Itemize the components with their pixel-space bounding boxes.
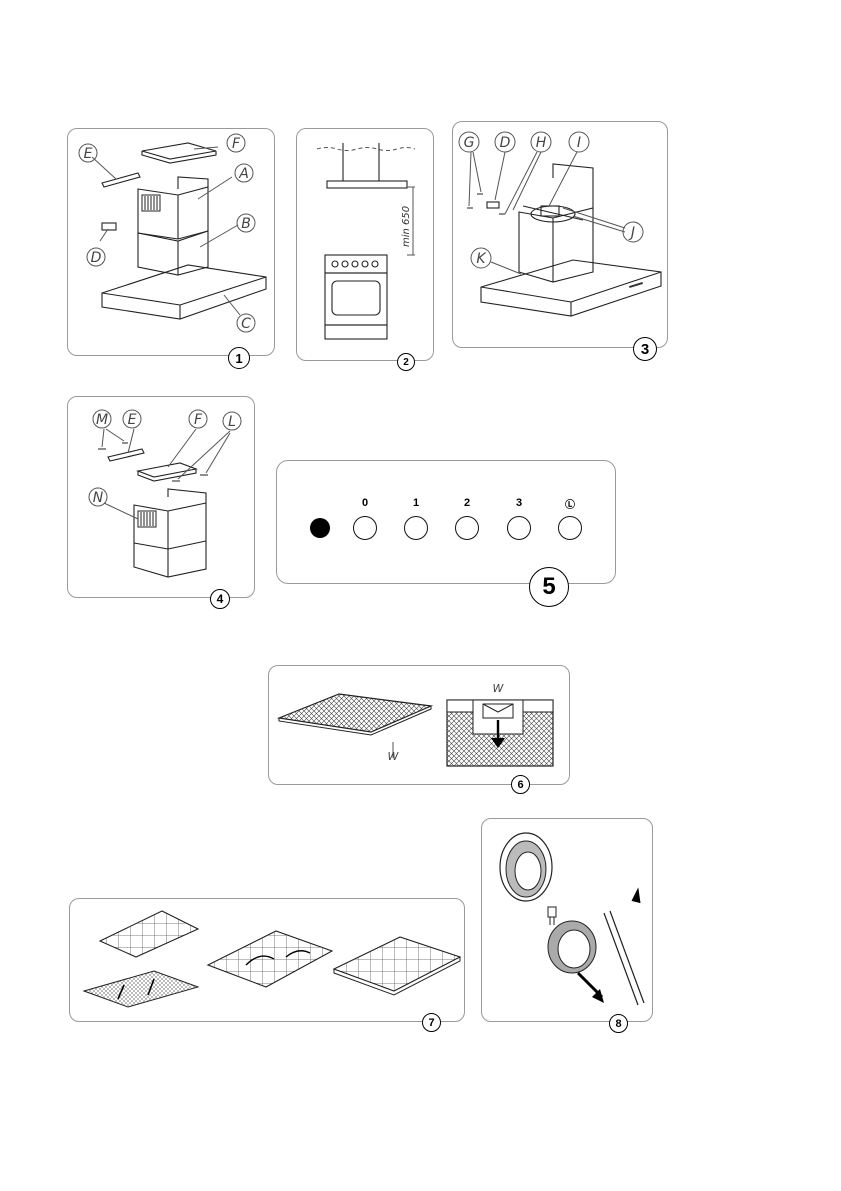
label-w-upper: W [493, 682, 505, 695]
label-j: J [628, 225, 635, 241]
lamp-cover-ring [548, 921, 596, 973]
carbon-filter-step-3 [334, 937, 460, 995]
carbon-filter-step-1 [84, 911, 198, 1007]
figure-7-panel: 7 [69, 898, 465, 1022]
grease-filter-panel [279, 694, 431, 735]
figure-number-badge: 6 [511, 775, 530, 794]
vent-grille [142, 195, 160, 211]
fan-speed-2-button[interactable] [455, 516, 479, 540]
light-symbol-icon: Ⓛ [558, 496, 582, 511]
label-n: N [93, 490, 104, 506]
label-e: E [128, 412, 137, 428]
figure-2-panel: min 650 2 [296, 128, 434, 361]
button-label-3: 3 [507, 497, 531, 509]
figure-1-panel: E F A B D C 1 [67, 128, 275, 356]
label-i: I [577, 135, 581, 151]
figure-number-badge: 3 [633, 337, 657, 361]
label-c: C [241, 316, 251, 332]
figure-6-drawing: W W [269, 666, 571, 786]
figure-8-panel: 8 [481, 818, 653, 1022]
min-clearance-dimension: min 650 [401, 206, 412, 247]
figure-3-drawing: G D H I J K [453, 122, 669, 349]
label-m: M [96, 412, 108, 428]
label-a: A [238, 166, 249, 182]
figure-2-drawing: min 650 [297, 129, 435, 362]
carbon-filter-step-2 [208, 931, 332, 987]
figure-number-badge: 2 [397, 353, 415, 371]
button-label-1: 1 [404, 497, 428, 509]
label-h: H [536, 135, 547, 151]
fan-speed-1-button[interactable] [404, 516, 428, 540]
power-indicator-led [310, 518, 330, 538]
label-k: K [476, 251, 487, 267]
lamp-housing [500, 833, 552, 901]
label-b: B [241, 216, 251, 232]
figure-number-badge: 7 [422, 1013, 441, 1032]
label-w-lower: W [388, 750, 400, 763]
button-label-0: 0 [353, 497, 377, 509]
label-g: G [464, 135, 475, 151]
label-l: L [228, 414, 236, 430]
label-f: F [194, 412, 203, 428]
label-e: E [84, 146, 93, 162]
lamp-bulb [548, 907, 556, 925]
figure-number-badge: 4 [210, 589, 230, 609]
figure-number-badge: 8 [609, 1014, 628, 1033]
fan-speed-3-button[interactable] [507, 516, 531, 540]
figure-7-drawing [70, 899, 466, 1023]
label-f: F [232, 136, 241, 152]
figure-4-panel: M E F L N 4 [67, 396, 255, 598]
label-d: D [91, 250, 102, 266]
label-d: D [500, 135, 511, 151]
figure-3-panel: G D H I J K 3 [452, 121, 668, 348]
filter-latch-detail [447, 700, 553, 766]
removal-arrow-icon [578, 973, 604, 1003]
figure-4-drawing: M E F L N [68, 397, 256, 599]
figure-number-badge: 5 [529, 567, 569, 607]
button-label-2: 2 [455, 497, 479, 509]
figure-number-badge: 1 [228, 347, 250, 369]
figure-8-drawing [482, 819, 654, 1023]
figure-6-panel: W W 6 [268, 665, 570, 785]
light-button[interactable] [558, 516, 582, 540]
figure-5-panel: 0 1 2 3 Ⓛ 5 [276, 460, 616, 584]
fan-off-button[interactable] [353, 516, 377, 540]
screwdriver [604, 889, 644, 1005]
figure-1-drawing: E F A B D C [68, 129, 276, 357]
